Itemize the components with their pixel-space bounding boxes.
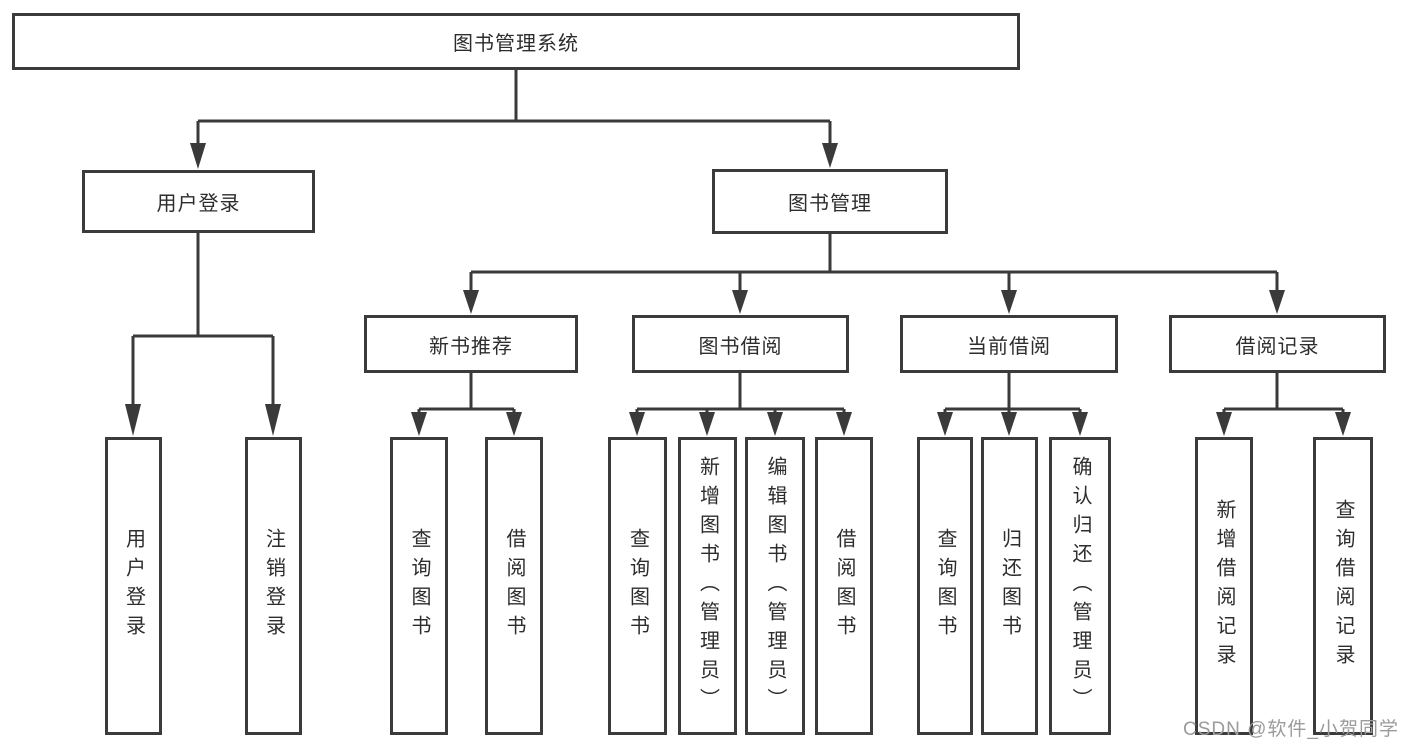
leaf-add-borrow-record: 新增借阅记录 (1195, 437, 1253, 735)
node-user-login-branch: 用户登录 (82, 170, 315, 233)
node-book-management-branch: 图书管理 (712, 169, 948, 234)
node-current-borrow: 当前借阅 (900, 315, 1118, 373)
node-book-borrow: 图书借阅 (632, 315, 849, 373)
leaf-query-borrow-record: 查询借阅记录 (1313, 437, 1373, 735)
arrowheads (125, 143, 1351, 436)
node-root: 图书管理系统 (12, 13, 1020, 70)
leaf-add-book-admin: 新增图书（管理员） (678, 437, 737, 735)
leaf-borrow-books: 借阅图书 (815, 437, 873, 735)
leaf-return-books: 归还图书 (981, 437, 1038, 735)
leaf-logout: 注销登录 (245, 437, 302, 735)
leaf-confirm-return-admin: 确认归还（管理员） (1049, 437, 1111, 735)
watermark: CSDN @软件_小贺同学 (1183, 719, 1399, 740)
leaf-edit-book-admin: 编辑图书（管理员） (745, 437, 805, 735)
leaf-query-books: 查询图书 (390, 437, 448, 735)
leaf-query-books: 查询图书 (608, 437, 667, 735)
leaf-user-login: 用户登录 (105, 437, 162, 735)
leaf-borrow-books: 借阅图书 (485, 437, 543, 735)
node-borrow-records: 借阅记录 (1169, 315, 1386, 373)
node-new-book-recommend: 新书推荐 (364, 315, 578, 373)
leaf-query-books: 查询图书 (917, 437, 973, 735)
